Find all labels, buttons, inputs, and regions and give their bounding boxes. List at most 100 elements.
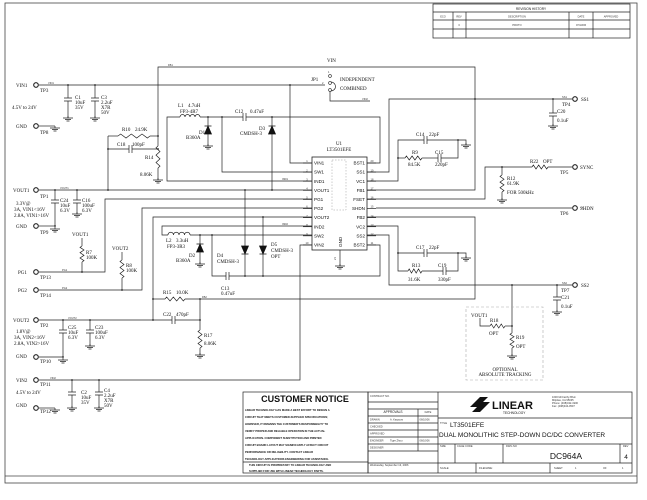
rev-header-approved: APPROVED [604,15,619,19]
c14-ref: C14 [416,133,425,138]
capacitor-symbol [68,391,76,396]
test-point-icon [33,405,39,411]
shdn-label: SHDN [580,207,594,212]
ic-pin-name: VC2 [356,224,365,229]
ic-pin-number: 3 [306,177,308,181]
d3-ref: D3 [259,127,266,132]
title-label: TITLE [440,421,447,425]
ground-icon [497,198,507,204]
wire [166,116,312,182]
diode-symbol [267,125,277,135]
ic-pin-number: 12 [371,232,374,236]
title-block: LINEAR TECHNOLOGY 1630 McCarthy Blvd. Mi… [439,395,629,470]
junction-dot [262,275,264,277]
title-line1: LT3501EFE [450,422,485,429]
resistor-symbol [509,332,515,349]
filename-label: FILENAME: [479,466,493,470]
r7-ref: R7 [86,251,92,256]
wire [221,117,312,173]
r8-ref: R8 [126,264,132,269]
tp5-label: TP5 [560,171,569,176]
ground-icon [195,262,205,268]
c23-rating: 6.3V [95,336,105,341]
c3-ref: C3 [101,96,107,101]
ic-pin-name: BST1 [354,161,366,166]
r17-ref: R17 [204,334,213,339]
capacitor-symbol [95,391,103,396]
ground-icon [50,126,60,132]
ground-icon [548,124,558,130]
junction-dot [511,325,513,327]
notice-line: TECHNOLOGY APPLICATIONS ENGINEERING FOR … [245,457,329,461]
c20-value: 0.1uF [557,119,569,124]
jp1-ref: JP1 [311,78,319,83]
jumper-jp1[interactable]: JP1 2 1 INDEPENDENT COMBINED [311,70,375,92]
tracking-box-line1: OPTIONAL [493,368,518,373]
revision-table-border [432,3,631,39]
jumper-pin [328,88,332,92]
ic-pin-name: IND1 [314,179,325,184]
rev-label: REV [623,444,629,448]
tracking-vout1-net: VOUT1 [471,314,488,319]
approvals-date-header: DATE [425,410,432,414]
r18-ref: R18 [490,319,499,324]
resistor-symbol [119,259,125,279]
ic-pin-number: 15 [371,205,374,209]
lt-logo-icon [470,397,490,412]
pg2-label: PG2 [18,289,27,294]
test-point-icon [572,282,578,288]
d5-ref: D5 [271,243,278,248]
wire [289,85,312,164]
of-label: OF [603,466,607,470]
rev-row-description: PROTO [512,23,521,27]
ic-body [311,156,368,251]
ground-icon [195,353,205,359]
drawing-frame [4,2,638,484]
c12-value: 0.47uF [250,110,264,115]
jumper-shunt [330,81,336,92]
l2-value: 3.3uH [176,239,189,244]
net-pg2: PG2 [62,286,68,290]
r9-value: 84.5K [408,163,421,168]
r8-pullup-net: VOUT2 [112,247,129,252]
sheet-number: 1 [575,466,577,470]
wire [367,98,572,173]
junction-dot [244,275,246,277]
resistor-symbol [404,155,423,161]
approval-name: Tiger Zhou [390,439,403,443]
ic-pin-name: VC1 [356,179,365,184]
tp12-label: TP12 [40,410,51,415]
ic-pin-name: SHDN [352,206,365,211]
c14-value: 22pF [429,133,440,138]
tp10-label: TP10 [40,360,51,365]
inductor-symbol [179,114,201,118]
resistor-symbol [155,145,161,169]
ic-pin-name: VIN2 [314,243,325,248]
notice-line: APPLICATION. COMPONENT SUBSTITUTION AND … [245,436,322,440]
d1-ref: D1 [199,131,206,136]
left-terminals: VIN1 TP3 4.5V to 24V GND TP8 VOUT1 TP1 3… [12,84,51,415]
r12-note: FOR 500kHz [507,191,535,196]
net-fb1: FB1 [168,63,173,67]
r19-value: OPT [516,345,525,350]
approvals-header: APPROVALS [383,410,402,414]
rev-row-rev: 3 [458,23,460,27]
ground-icon [72,212,82,218]
c4-dielectric: X7R [104,399,114,404]
junction-dot [397,157,399,159]
ic-pin-number: 20 [371,159,374,163]
approval-date: 06/10/06 [420,418,431,422]
ic-pin-number: 9 [306,232,308,236]
net-ind2: IND2 [282,222,288,226]
ground-icon [153,178,163,184]
wire [39,198,312,273]
rev-header-date: DATE [578,15,585,19]
approval-date: 06/10/06 [420,439,431,443]
c4-ref: C4 [104,389,110,394]
ic-pin-number: 16 [371,196,374,200]
print-date: Wednesday, September 13, 2006 [370,463,409,467]
c2-ref: C2 [81,391,87,396]
contract-no-label: CONTRACT NO. [370,394,390,398]
